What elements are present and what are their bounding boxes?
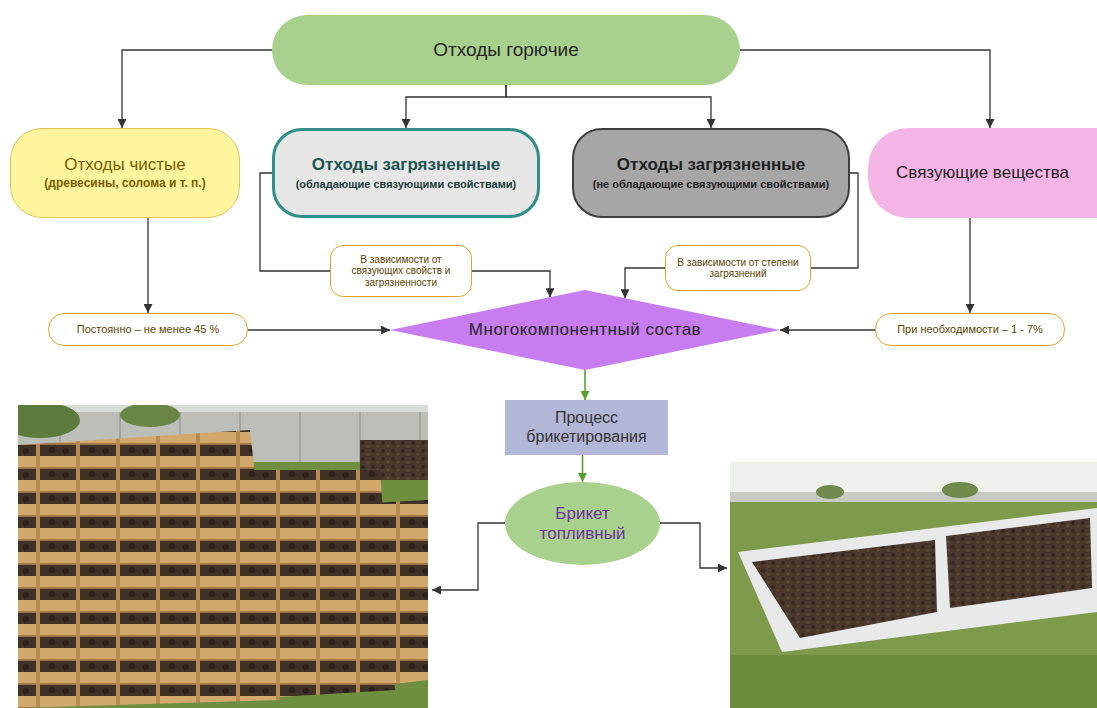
plastic-sheet bbox=[738, 508, 1097, 652]
trays-photo bbox=[18, 405, 428, 708]
field-photo bbox=[730, 462, 1097, 708]
decision-diamond: Многокомпонентный состав bbox=[390, 290, 780, 370]
category-box: Отходы загрязненные (не обладающие связую… bbox=[572, 128, 850, 218]
photo-sky bbox=[730, 462, 1097, 708]
connector-arrow bbox=[472, 271, 550, 297]
connector-arrow bbox=[780, 329, 875, 330]
photo-pointer bbox=[432, 523, 505, 590]
condition-box: В зависимости от степени загрязнений bbox=[665, 245, 811, 291]
photo-sky bbox=[18, 405, 428, 708]
node-title: Постоянно – не менее 45 % bbox=[77, 323, 219, 336]
node-title: Многокомпонентный состав bbox=[469, 320, 701, 340]
node-title: Брикет топливный bbox=[528, 504, 638, 543]
photo-tree bbox=[816, 485, 844, 499]
connector-arrow bbox=[147, 218, 148, 313]
node-title: Отходы загрязненные bbox=[312, 155, 500, 175]
process-box: Процесс брикетирования bbox=[505, 400, 668, 455]
condition-box: Постоянно – не менее 45 % bbox=[48, 313, 248, 346]
category-box: Отходы загрязненные (обладающие связующим… bbox=[272, 128, 540, 218]
photo-grass bbox=[730, 502, 1097, 708]
briquette-row bbox=[752, 540, 937, 638]
condition-box: В зависимости от связующих свойств и заг… bbox=[330, 245, 472, 297]
node-subtitle: (древесины, солома и т. п.) bbox=[44, 177, 205, 191]
node-title: Связующие вещества bbox=[896, 163, 1069, 183]
node-title: Отходы загрязненные bbox=[617, 155, 805, 175]
node-title: Отходы горючие bbox=[433, 39, 579, 61]
connector-arrow bbox=[625, 268, 665, 298]
node-title: Процесс брикетирования bbox=[515, 409, 658, 446]
tray-stack bbox=[330, 500, 428, 690]
connector-arrow bbox=[584, 370, 586, 400]
source-box: Отходы горючие bbox=[272, 15, 740, 85]
photo-grass bbox=[730, 655, 1097, 708]
photo-pointer bbox=[660, 523, 727, 568]
connector-arrow bbox=[969, 218, 970, 313]
connector-arrow bbox=[248, 329, 390, 330]
briquette-row bbox=[946, 518, 1092, 608]
result-ellipse: Брикет топливный bbox=[505, 482, 660, 565]
connector-arrow bbox=[122, 50, 272, 128]
category-box: Связующие вещества bbox=[868, 128, 1097, 218]
node-title: В зависимости от степени загрязнений bbox=[674, 257, 802, 280]
connector-arrow bbox=[406, 85, 506, 128]
photo-tree bbox=[18, 405, 80, 438]
node-title: В зависимости от связующих свойств и заг… bbox=[339, 254, 463, 289]
node-title: Отходы чистые bbox=[64, 155, 186, 175]
node-subtitle: (не обладающие связующими свойствами) bbox=[593, 178, 829, 191]
diamond-fill bbox=[390, 290, 780, 370]
connector-arrow bbox=[740, 50, 990, 128]
node-title: При необходимости – 1 - 7% bbox=[897, 323, 1043, 336]
photo-tree bbox=[120, 405, 180, 427]
photo-tree bbox=[942, 482, 978, 498]
node-subtitle: (обладающие связующими свойствами) bbox=[296, 178, 517, 191]
connector-arrow bbox=[506, 85, 711, 128]
condition-box: При необходимости – 1 - 7% bbox=[875, 313, 1065, 346]
category-box: Отходы чистые (древесины, солома и т. п.) bbox=[10, 128, 240, 218]
connector-arrow bbox=[582, 455, 584, 482]
